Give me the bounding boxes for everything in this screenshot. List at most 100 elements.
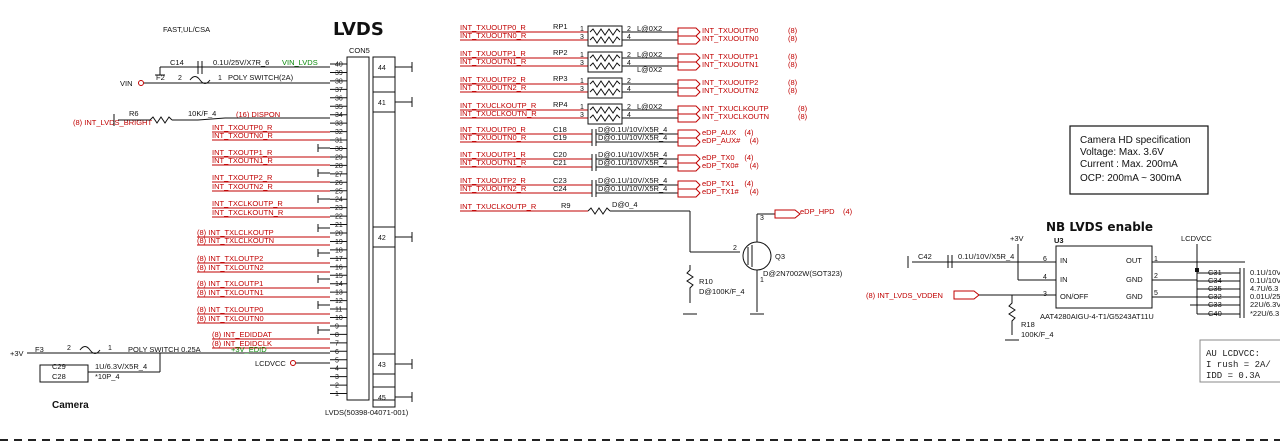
u3-ref: U3 [1054,236,1064,245]
r9-ref: R9 [561,201,571,210]
connector-pin-number: 38 [335,78,343,85]
cap-out-net: eDP_TX0# [702,161,740,170]
connector-pin-number: 25 [335,188,343,195]
cap-in-net: INT_TXUOUTP1_R [460,150,526,159]
rp-out-n-sheet: (8) [788,60,798,69]
rp-resistor [589,36,621,44]
plus3v-edid-net: +3V_EDID [231,345,267,354]
rp-pin: 2 [627,104,631,111]
c29-value: 1U/6.3V/X5R_4 [95,362,147,371]
rp-in-n-net: INT_TXUOUTN2_R [460,83,527,92]
f2-pin2: 2 [178,75,182,82]
connector-pin-number: 14 [335,281,343,288]
c42-ref: C42 [918,252,932,261]
rp-pin: 4 [627,34,631,41]
spec-line-4: OCP: 200mA ~ 300mA [1080,173,1182,184]
connector-pin-number: 8 [335,332,339,339]
q3-transistor [742,241,772,271]
cap-ref: C23 [553,176,567,185]
note-line-1: AU LCDVCC: [1206,349,1260,359]
cap-value: D@0.1U/10V/X5R_4 [598,176,667,185]
cap-out-net: eDP_TX1# [702,187,740,196]
rp-out-n-net: INT_TXUOUTN2 [702,86,759,95]
c42-value: 0.1U/10V/X5R_4 [958,252,1014,261]
rp-in-n-net: INT_TXUOUTN1_R [460,57,527,66]
q3-pin2: 2 [733,245,737,252]
out-cap-value: 0.01U/25 [1250,292,1280,301]
connector-pin-number: 13 [335,290,343,297]
connector-pin-number: 39 [335,70,343,77]
u3-enable-net: (8) INT_LVDS_VDDEN [866,291,943,300]
note-line-2: I rush = 2A/ [1206,360,1271,370]
vin-net: VIN [120,79,133,88]
connector-mount-pin-number: 42 [378,235,386,242]
q3-ref: Q3 [775,252,785,261]
connector-pin-number: 3 [335,374,339,381]
connector-pin-number: 6 [335,349,339,356]
q3-value: D@2N7002W(SOT323) [763,269,843,278]
connector-pin-number: 23 [335,205,343,212]
fast-note: FAST,UL/CSA [163,25,210,34]
connector-pin-number: 37 [335,87,343,94]
spec-line-3: Current : Max. 200mA [1080,159,1178,170]
rp-out-n-port [677,35,701,45]
connector-pin-number: 11 [335,307,342,314]
left-net-label: INT_TXOUTN2_R [212,182,273,191]
f2-poly: POLY SWITCH(2A) [228,73,294,82]
u3-in-1: IN [1060,256,1068,265]
connector-pin-number: 21 [335,222,343,229]
rp-resistor [589,88,621,96]
connector-pin-number: 18 [335,247,343,254]
cap-out-net: eDP_TX1 [702,179,735,188]
cap-out-net: eDP_AUX# [702,136,741,145]
cap-out-port [677,129,701,139]
rp-ref: RP2 [553,48,568,57]
f3-poly: POLY SWITCH 0.25A [128,345,201,354]
hpd-out-sheet: (4) [843,207,853,216]
u3-pin5: 5 [1154,290,1158,297]
rp-resistor [589,80,621,88]
left-net-label: INT_TXOUTN0_R [212,131,273,140]
left-net-label: (8) INT_EDIDCLK [212,339,272,348]
rp-resistor [589,28,621,36]
rp-pin: 2 [627,26,631,33]
rp-out-p-port [677,27,701,37]
rp-pin: 4 [627,112,631,119]
note-line-3: IDD = 0.3A [1206,371,1261,381]
rp-out-p-net: INT_TXUOUTP2 [702,78,758,87]
left-net-label: INT_TXOUTN1_R [212,156,273,165]
c14-ref: C14 [170,58,184,67]
out-cap-value: *22U/6.3 [1250,309,1279,318]
enable-port [953,290,980,300]
rp-resistor [589,62,621,70]
rp-ref: RP4 [553,100,568,109]
connector-pin-number: 28 [335,163,343,170]
connector-mount-pin-number: 45 [378,395,386,402]
rp-pin: 1 [580,78,584,85]
rp-in-n-net: INT_TXUCLKOUTN_R [460,109,537,118]
rp-resistor [589,54,621,62]
r18-value: 100K/F_4 [1021,330,1054,339]
f3-ref: F3 [35,345,44,354]
vin-port [138,80,144,86]
out-cap-value: 0.1U/10V [1250,276,1280,285]
spec-line-2: Voltage: Max. 3.6V [1080,147,1164,158]
left-net-labels: (16) DISPON(8) INT_LVDS_BRIGHTINT_TXOUTP… [73,110,330,349]
connector-pin-number: 27 [335,171,343,178]
left-net-label: (8) INT_TXLOUTN2 [197,263,264,272]
cap-out-sheet: (4) [750,161,760,170]
rp-ref: RP3 [553,74,568,83]
rp-out-n-sheet: (8) [798,112,808,121]
c14-value: 0.1U/25V/X7R_6 [213,58,269,67]
out-cap-value: 22U/6.3V [1250,300,1280,309]
rp-out-p-port [677,53,701,63]
connector-pin-number: 12 [335,298,343,305]
rp-pin: 3 [580,60,584,67]
u3-section: U3 IN IN ON/OFF OUT GND GND 6 4 3 1 2 5 … [866,234,1245,341]
rp-out-p-sheet: (8) [788,78,798,87]
f2-ref: F2 [156,73,165,82]
hpd-out-net: eDP_HPD [800,207,835,216]
vin-power-section: C14 0.1U/25V/X7R_6 VIN_LVDS F2 VIN 2 1 P… [10,58,330,383]
